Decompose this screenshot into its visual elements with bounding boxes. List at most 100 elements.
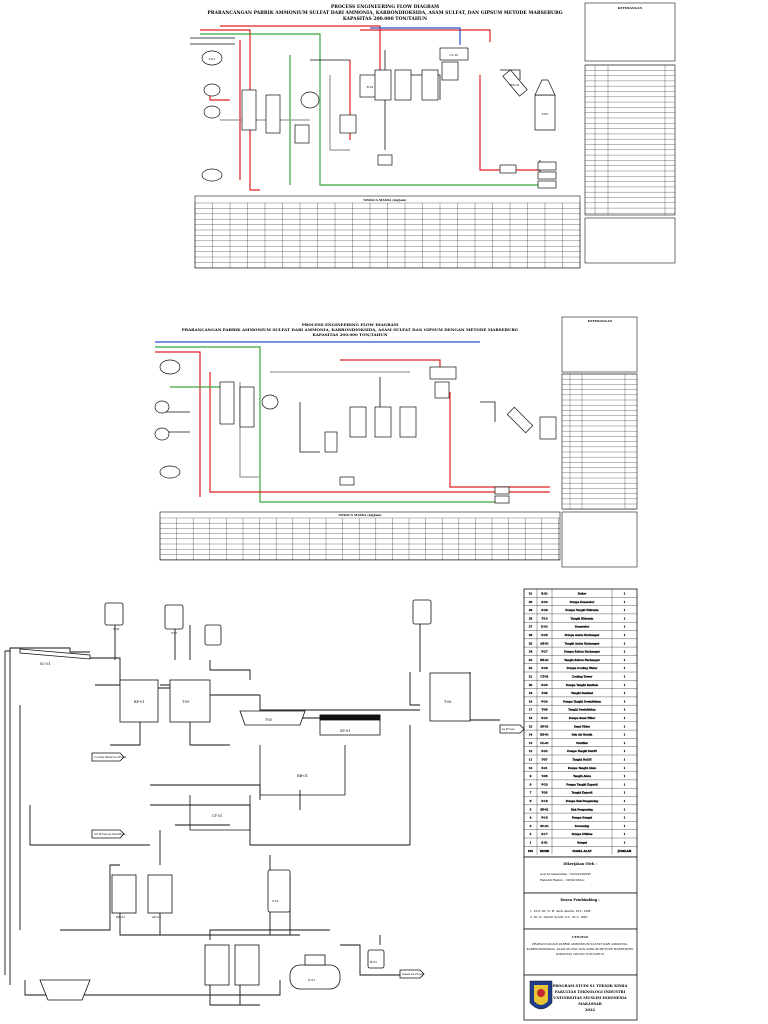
pfd2-pipelines [155, 341, 550, 503]
table-cell-name: Tangki Anion Exchanger [565, 641, 600, 645]
school-line-3: UNIVERSITAS MUSLIM INDONESIA [553, 996, 627, 1000]
title-block: Dikerjakan Oleh : Asyraf Ansarullah : 09… [523, 856, 638, 1021]
table-cell-code: T-06 [541, 774, 547, 778]
table-header-name: NAMA ALAT [572, 849, 592, 853]
table-cell-name: Pompa Anion Exchanger [565, 633, 600, 637]
table-cell-qty: 1 [624, 633, 626, 637]
table-cell-no: 21 [529, 675, 533, 679]
table-cell-name: Tangki Alum [573, 774, 591, 778]
table-cell-qty: 1 [624, 592, 626, 596]
table-cell-no: 12 [529, 749, 533, 753]
pfd1-equipment [201, 47, 557, 189]
pfd2-mass-balance-table: NERACA MASSA (kg/jam) [159, 511, 561, 561]
table-cell-no: 16 [529, 716, 533, 720]
table-cell-qty: 1 [624, 816, 626, 820]
pfd1-label-mixer: R-01 [366, 85, 373, 89]
table-cell-name: Pompa Cooling Water [567, 666, 598, 670]
label-b01: B-01 [370, 960, 377, 964]
table-cell-name: Tangki NaOH [572, 758, 592, 762]
pfd1-title-1: PROCESS ENGINEERING FLOW DIAGRAM [331, 4, 439, 10]
university-logo [529, 980, 553, 1010]
table-cell-name: Clarifier [576, 741, 588, 745]
table-cell-qty: 1 [624, 832, 626, 836]
label-cl: T-05 [265, 718, 273, 722]
utility-drawing: SC-01 BP-01 T-09 T-05 SF-01 BB-01 T-08 C… [4, 588, 638, 1021]
table-cell-no: 2 [530, 832, 532, 836]
table-cell-code: BB-01 [540, 733, 549, 737]
label-cooling: Cooling Water ke Proses [94, 755, 127, 759]
table-cell-qty: 1 [624, 683, 626, 687]
table-cell-no: 11 [529, 758, 533, 762]
table-cell-code: T-07 [541, 758, 547, 762]
table-cell-code: AE-01 [539, 641, 549, 645]
table-cell-no: 22 [529, 666, 533, 670]
table-cell-name: Boiler [578, 592, 587, 596]
school-line-1: PROGRAM STUDI S1 TEKNIK KIMIA [553, 984, 628, 988]
pfd1-balance-title: NERACA MASSA (kg/jam) [363, 198, 407, 202]
author-1: Asyraf Ansarullah : 09320180095 [539, 872, 591, 876]
design-title-1: UTILITAS [572, 935, 588, 939]
pfd2-title-3: KAPASITAS 200.000 TON/TAHUN [313, 332, 388, 337]
table-cell-name: Pompa Tangki Sanitasi [566, 683, 598, 687]
table-cell-no: 6 [530, 799, 532, 803]
table-cell-code: SF-01 [540, 724, 548, 728]
school-line-4: MAKASSAR [578, 1002, 601, 1006]
table-cell-name: Sand Filter [574, 724, 591, 728]
table-cell-name: Pompa Tangki Alum [568, 766, 597, 770]
table-cell-qty: 1 [624, 666, 626, 670]
table-cell-no: 27 [529, 625, 533, 629]
table-cell-no: 1 [530, 841, 532, 845]
table-cell-no: 7 [530, 791, 532, 795]
advisor-2: 2. Dr. Ir. Takdir Syarif, S.T., M.T., IP… [530, 915, 588, 919]
table-cell-qty: 1 [624, 733, 626, 737]
table-cell-no: 25 [529, 641, 533, 645]
pfd1-label-dryer: RD-01 [510, 83, 520, 87]
process-flow-sheet-1: PROCESS ENGINEERING FLOW DIAGRAM PRARANC… [190, 0, 768, 275]
table-cell-qty: 1 [624, 766, 626, 770]
table-cell-no: 18 [529, 699, 533, 703]
label-proses: Air Proses ke Pendingin [93, 832, 126, 836]
table-cell-no: 10 [529, 766, 533, 770]
table-cell-qty: 1 [624, 600, 626, 604]
table-cell-code: P-20 [541, 782, 547, 786]
table-cell-qty: 1 [624, 691, 626, 695]
label-to-proses: ke Proses [502, 727, 515, 731]
table-cell-name: Pompa Tangki Hidrazin [565, 608, 598, 612]
advisor-title: Dosen Pembimbing : [560, 898, 599, 902]
table-cell-no: 20 [529, 683, 533, 687]
table-cell-name: Pompa Sand Filter [569, 716, 596, 720]
table-cell-code: B-01 [541, 592, 548, 596]
author-2: Rahardi Rahim : 09320180xx [540, 878, 585, 882]
label-t06: T-06 [113, 627, 120, 631]
table-cell-name: Pompa Sungai [572, 816, 592, 820]
table-cell-no: 9 [530, 774, 532, 778]
table-cell-code: BP-01 [540, 807, 549, 811]
table-cell-code: T-08 [541, 708, 547, 712]
table-cell-code: P-19 [541, 799, 547, 803]
pfd1-label-settler: CL-01 [449, 53, 458, 57]
table-cell-code: P-29 [541, 608, 547, 612]
pfd1-label-tank: T-01 [209, 57, 216, 61]
pfd2-title-2: PRARANCANGAN PABRIK AMMONIUM SULFAT DARI… [182, 327, 519, 332]
pfd2-title-1: PROCESS ENGINEERING FLOW DIAGRAM [302, 322, 399, 327]
table-cell-qty: 1 [624, 724, 626, 728]
school-line-5: 2022 [585, 1008, 596, 1012]
table-cell-qty: 1 [624, 774, 626, 778]
table-cell-name: Screening [575, 824, 590, 828]
table-cell-name: Tangki Hidrazin [571, 616, 594, 620]
label-bb: BB-01 [297, 774, 308, 778]
utility-equipment [19, 599, 525, 1001]
pfd1-label-silo: T-05 [542, 112, 549, 116]
table-cell-name: Pompa Utilitas [572, 832, 593, 836]
label-sf: SF-01 [340, 729, 350, 733]
pfd1-title-2: PRARANCANGAN PABRIK AMMONIUM SULFAT DARI… [207, 10, 562, 16]
table-cell-qty: 1 [624, 741, 626, 745]
table-cell-code: P-25 [541, 683, 547, 687]
table-cell-no: 28 [529, 616, 533, 620]
design-title-2: PRARANCANGAN PABRIK AMMONIUM SULFAT DARI… [532, 942, 628, 946]
table-cell-code: D-01 [541, 625, 548, 629]
table-cell-qty: 1 [624, 799, 626, 803]
table-cell-name: Tangki Kation Exchanger [564, 658, 600, 662]
table-cell-code: P-23 [541, 716, 547, 720]
